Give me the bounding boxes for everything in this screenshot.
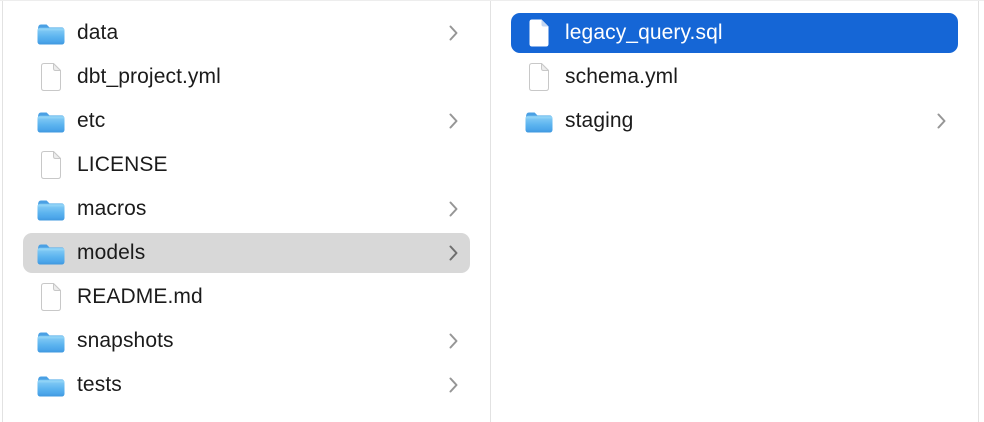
file-name: staging <box>565 109 634 132</box>
file-name: tests <box>77 373 122 396</box>
document-icon <box>37 281 65 313</box>
chevron-right-icon <box>449 113 458 129</box>
file-name: schema.yml <box>565 65 679 88</box>
chevron-right-icon <box>449 25 458 41</box>
file-row-tests[interactable]: tests <box>23 365 470 405</box>
chevron-right-icon <box>449 333 458 349</box>
document-icon <box>37 149 65 181</box>
column-divider[interactable] <box>978 1 979 422</box>
file-name: legacy_query.sql <box>565 21 723 44</box>
finder-column-left: data dbt_project.yml etc LICENSE macros … <box>3 1 490 422</box>
chevron-right-icon <box>937 113 946 129</box>
document-icon <box>37 61 65 93</box>
file-row-legacy-query-sql[interactable]: legacy_query.sql <box>511 13 958 53</box>
file-name: LICENSE <box>77 153 168 176</box>
column-divider[interactable] <box>490 1 491 422</box>
folder-icon <box>37 193 65 225</box>
file-name: README.md <box>77 285 203 308</box>
file-row-dbt-project-yml[interactable]: dbt_project.yml <box>23 57 470 97</box>
file-row-license[interactable]: LICENSE <box>23 145 470 185</box>
window-edge-divider <box>2 1 3 422</box>
folder-icon <box>37 17 65 49</box>
chevron-right-icon <box>449 245 458 261</box>
document-icon <box>525 61 553 93</box>
file-row-readme-md[interactable]: README.md <box>23 277 470 317</box>
folder-icon <box>37 325 65 357</box>
document-icon <box>525 17 553 49</box>
folder-icon <box>37 369 65 401</box>
file-row-data[interactable]: data <box>23 13 470 53</box>
file-name: models <box>77 241 146 264</box>
file-row-staging[interactable]: staging <box>511 101 958 141</box>
file-name: data <box>77 21 119 44</box>
file-name: macros <box>77 197 147 220</box>
file-name: snapshots <box>77 329 174 352</box>
folder-icon <box>525 105 553 137</box>
folder-icon <box>37 237 65 269</box>
file-name: dbt_project.yml <box>77 65 221 88</box>
file-row-models[interactable]: models <box>23 233 470 273</box>
file-name: etc <box>77 109 106 132</box>
finder-column-right: legacy_query.sql schema.yml staging <box>491 1 978 422</box>
file-row-macros[interactable]: macros <box>23 189 470 229</box>
file-row-snapshots[interactable]: snapshots <box>23 321 470 361</box>
chevron-right-icon <box>449 377 458 393</box>
folder-icon <box>37 105 65 137</box>
file-row-etc[interactable]: etc <box>23 101 470 141</box>
chevron-right-icon <box>449 201 458 217</box>
file-row-schema-yml[interactable]: schema.yml <box>511 57 958 97</box>
